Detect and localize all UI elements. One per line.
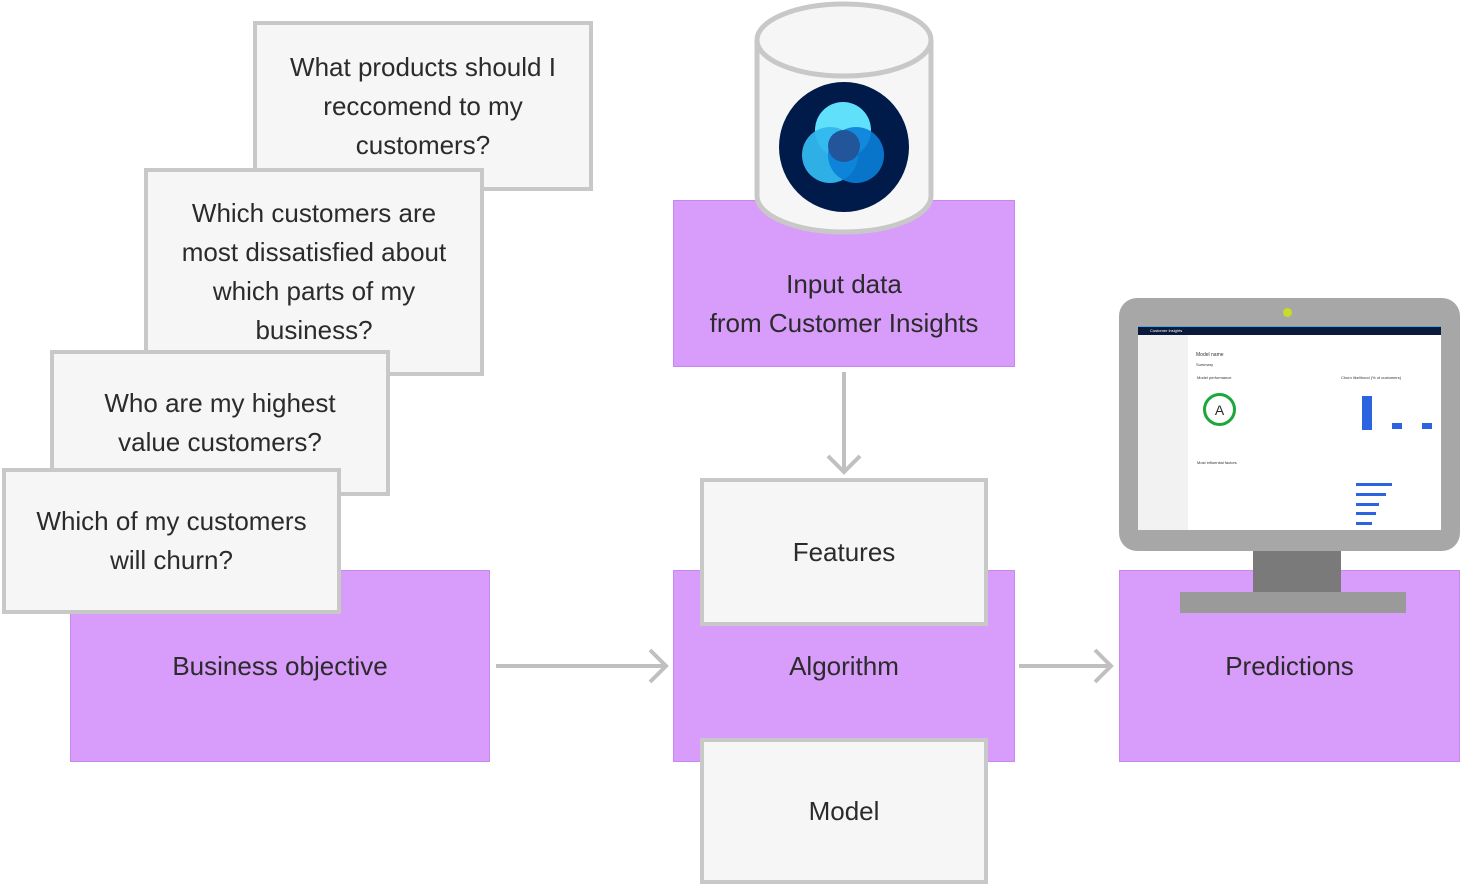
screen-sidebar bbox=[1138, 335, 1188, 530]
grade-text: A bbox=[1214, 401, 1225, 418]
question-card-churn: Which of my customers will churn? bbox=[2, 468, 341, 614]
input-data-label: Input data bbox=[786, 268, 902, 299]
app-title: Customer Insights bbox=[1150, 328, 1183, 333]
business-objective-label: Business objective bbox=[172, 650, 388, 681]
model-box: Model bbox=[700, 738, 988, 884]
chart-title: Churn likelihood (% of customers) bbox=[1341, 375, 1402, 380]
grade-badge: A bbox=[1203, 393, 1236, 426]
database-cylinder-icon bbox=[754, 1, 934, 235]
input-data-sublabel: from Customer Insights bbox=[709, 307, 979, 338]
arrow-right-icon bbox=[496, 648, 669, 684]
features-box: Features bbox=[700, 478, 988, 626]
question-text: What products should I reccomend to my c… bbox=[290, 51, 556, 160]
influential-factors: Most influential factors bbox=[1197, 460, 1237, 465]
webcam-icon bbox=[1283, 308, 1292, 317]
arrow-right-icon bbox=[1019, 648, 1114, 684]
model-label: Model bbox=[808, 795, 880, 826]
question-text: Which customers are most dissatisfied ab… bbox=[181, 198, 447, 345]
monitor: Customer Insights Model name Summary Mod… bbox=[1119, 298, 1460, 551]
model-performance: Model performance bbox=[1197, 375, 1232, 380]
tab-summary: Summary bbox=[1196, 362, 1214, 367]
screen: Customer Insights Model name Summary Mod… bbox=[1138, 326, 1441, 530]
question-text: Who are my highest value customers? bbox=[104, 388, 336, 457]
model-name: Model name bbox=[1196, 352, 1224, 358]
algorithm-label: Algorithm bbox=[789, 650, 899, 681]
monitor-neck bbox=[1253, 548, 1341, 596]
customer-insights-logo-icon bbox=[779, 82, 909, 212]
question-text: Which of my customers will churn? bbox=[36, 506, 307, 575]
predictions-label: Predictions bbox=[1225, 650, 1354, 681]
arrow-down-icon bbox=[826, 372, 862, 475]
features-label: Features bbox=[792, 536, 896, 567]
monitor-base bbox=[1180, 592, 1406, 613]
question-card-products: What products should I reccomend to my c… bbox=[253, 21, 593, 191]
question-card-dissatisfied: Which customers are most dissatisfied ab… bbox=[144, 168, 484, 376]
